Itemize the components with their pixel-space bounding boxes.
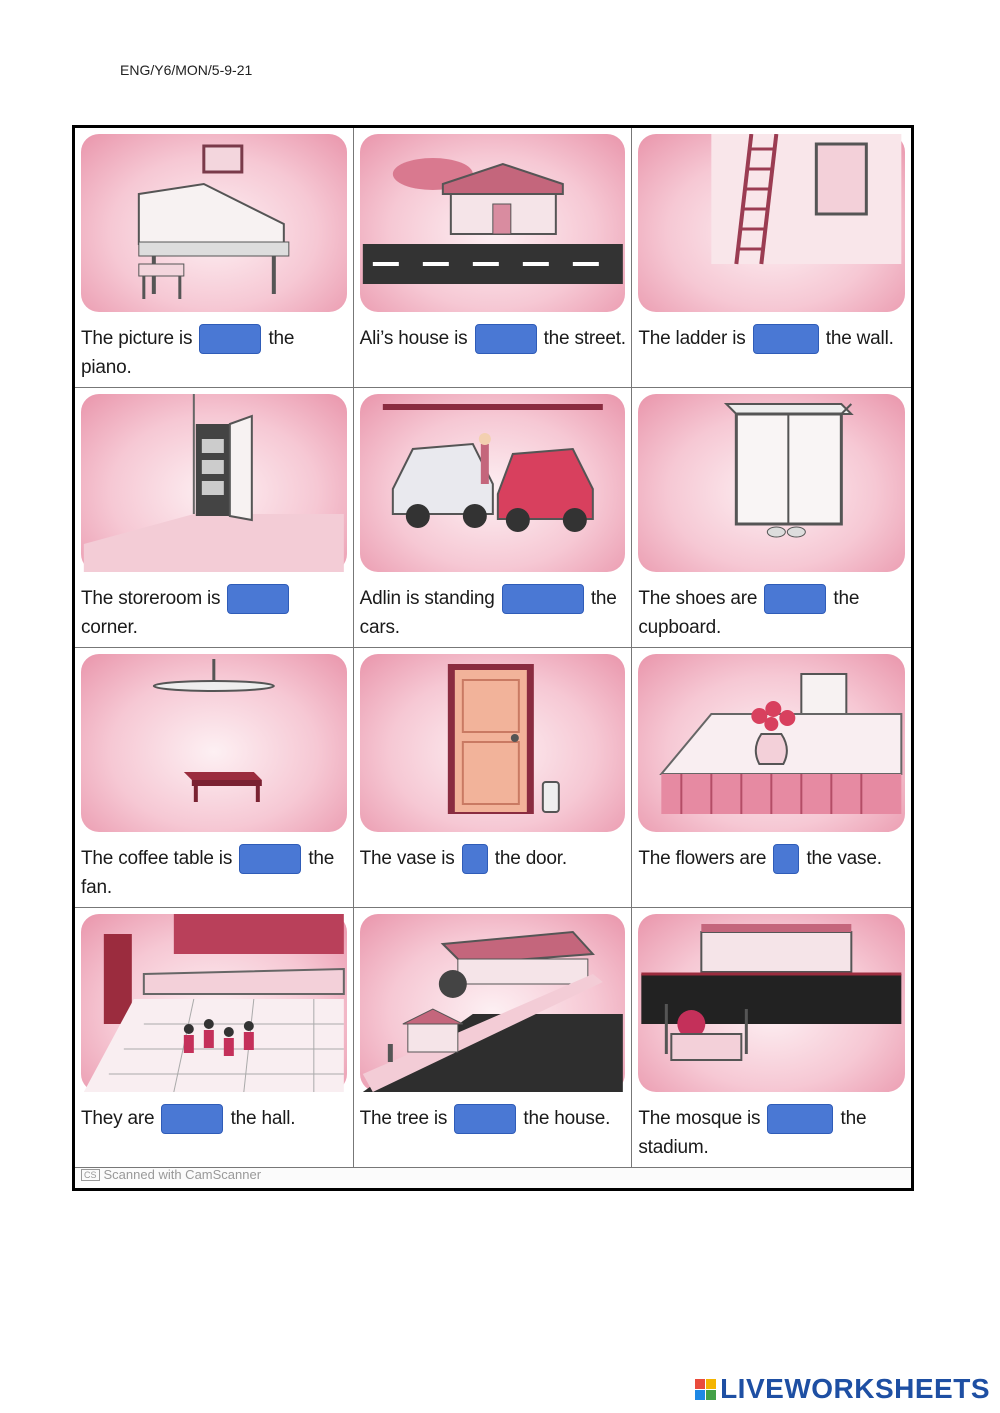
hall-icon: [81, 914, 347, 1092]
answer-blank-4[interactable]: [227, 584, 290, 614]
cupboard-icon: [638, 394, 905, 572]
mosque-icon: [638, 914, 905, 1092]
document-code: ENG/Y6/MON/5-9-21: [120, 62, 253, 78]
house-icon: [359, 134, 626, 312]
worksheet: The picture is the piano. Ali’s house is: [72, 125, 914, 1191]
piano-icon: [81, 134, 347, 312]
exercise-cell: The picture is the piano.: [75, 128, 354, 388]
answer-blank-7[interactable]: [239, 844, 302, 874]
answer-blank-11[interactable]: [454, 1104, 517, 1134]
exercise-cell: The ladder is the wall.: [632, 128, 911, 388]
exercise-cell: The shoes are the cupboard.: [632, 388, 911, 648]
fan-icon: [81, 654, 347, 832]
exercise-cell: The tree is the house.: [353, 908, 633, 1168]
exercise-cell: They are the hall.: [75, 908, 354, 1168]
answer-blank-9[interactable]: [773, 844, 800, 874]
answer-blank-3[interactable]: [752, 324, 819, 354]
exercise-cell: The mosque is the stadium.: [632, 908, 911, 1168]
answer-blank-6[interactable]: [764, 584, 827, 614]
picture-grid: The picture is the piano. Ali’s house is: [75, 128, 911, 1168]
answer-blank-5[interactable]: [501, 584, 584, 614]
flowers-icon: [638, 654, 905, 832]
exercise-cell: The coffee table is the fan.: [75, 648, 354, 908]
exercise-cell: The flowers are the vase.: [632, 648, 911, 908]
sentence: The mosque is the stadium.: [638, 1104, 907, 1162]
camscanner-icon: CS: [81, 1168, 100, 1181]
tree-icon: [359, 914, 626, 1092]
sentence: Ali’s house is the street.: [360, 324, 628, 354]
liveworksheets-logo: LIVEWORKSHEETS: [695, 1373, 990, 1405]
door-icon: [359, 654, 626, 832]
sentence: The picture is the piano.: [81, 324, 349, 382]
answer-blank-8[interactable]: [461, 844, 488, 874]
storeroom-icon: [81, 394, 347, 572]
sentence: The shoes are the cupboard.: [638, 584, 907, 642]
answer-blank-1[interactable]: [199, 324, 262, 354]
cars-icon: [359, 394, 626, 572]
answer-blank-10[interactable]: [161, 1104, 224, 1134]
sentence: The tree is the house.: [360, 1104, 628, 1134]
sentence: The ladder is the wall.: [638, 324, 907, 354]
sentence: The storeroom is corner.: [81, 584, 349, 642]
liveworksheets-icon: [695, 1378, 717, 1400]
exercise-cell: The vase is the door.: [353, 648, 633, 908]
answer-blank-2[interactable]: [474, 324, 537, 354]
sentence: The coffee table is the fan.: [81, 844, 349, 902]
exercise-cell: Adlin is standing the cars.: [353, 388, 633, 648]
ladder-icon: [638, 134, 905, 312]
sentence: The flowers are the vase.: [638, 844, 907, 874]
exercise-cell: Ali’s house is the street.: [353, 128, 633, 388]
scanner-watermark: CS Scanned with CamScanner: [81, 1167, 261, 1182]
exercise-cell: The storeroom is corner.: [75, 388, 354, 648]
answer-blank-12[interactable]: [767, 1104, 834, 1134]
sentence: The vase is the door.: [360, 844, 628, 874]
sentence: Adlin is standing the cars.: [360, 584, 628, 642]
sentence: They are the hall.: [81, 1104, 349, 1134]
